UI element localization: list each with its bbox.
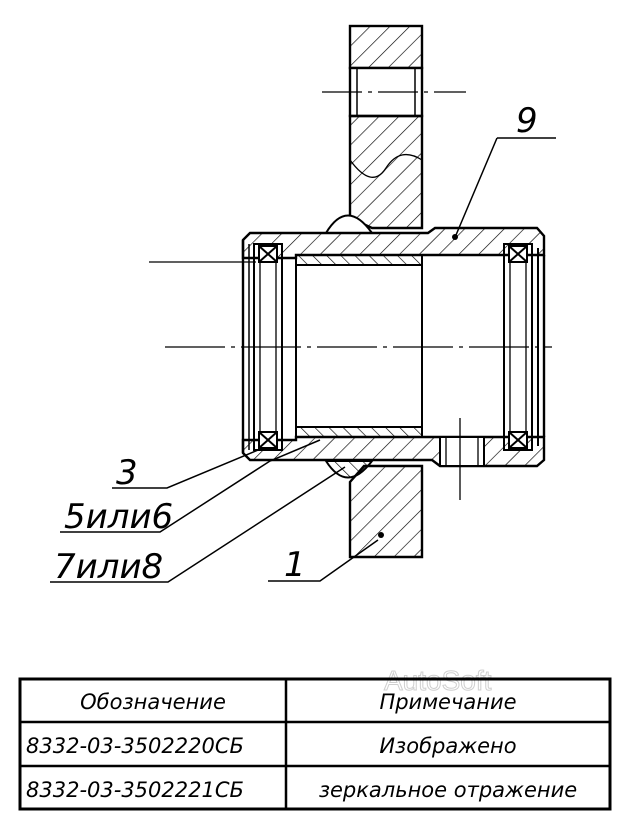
bracket-plate-upper (348, 24, 424, 230)
table-header-note: Примечание (379, 690, 516, 714)
callout-3: 3 (116, 453, 138, 493)
callout-7-or-8: 7или8 (54, 547, 163, 587)
housing-sleeve (241, 226, 546, 468)
inner-bushing (295, 254, 423, 440)
bracket-plate-lower (348, 464, 424, 559)
table-cell-designation-1: 8332-03-3502220СБ (26, 734, 244, 758)
leader-lines (50, 137, 556, 583)
table-cell-designation-2: 8332-03-3502221СБ (26, 778, 244, 802)
seal-sections (258, 245, 528, 449)
table-cell-note-2: зеркальное отражение (319, 778, 577, 802)
callout-1: 1 (284, 545, 306, 585)
threaded-hole (439, 418, 485, 500)
callout-9: 9 (516, 101, 538, 141)
table-header-designation: Обозначение (80, 690, 226, 714)
variant-table: Обозначение Примечание 8332-03-3502220СБ… (18, 677, 612, 811)
callout-5-or-6: 5или6 (64, 497, 173, 537)
table-cell-note-1: Изображено (379, 734, 516, 758)
center-lines (149, 91, 552, 348)
